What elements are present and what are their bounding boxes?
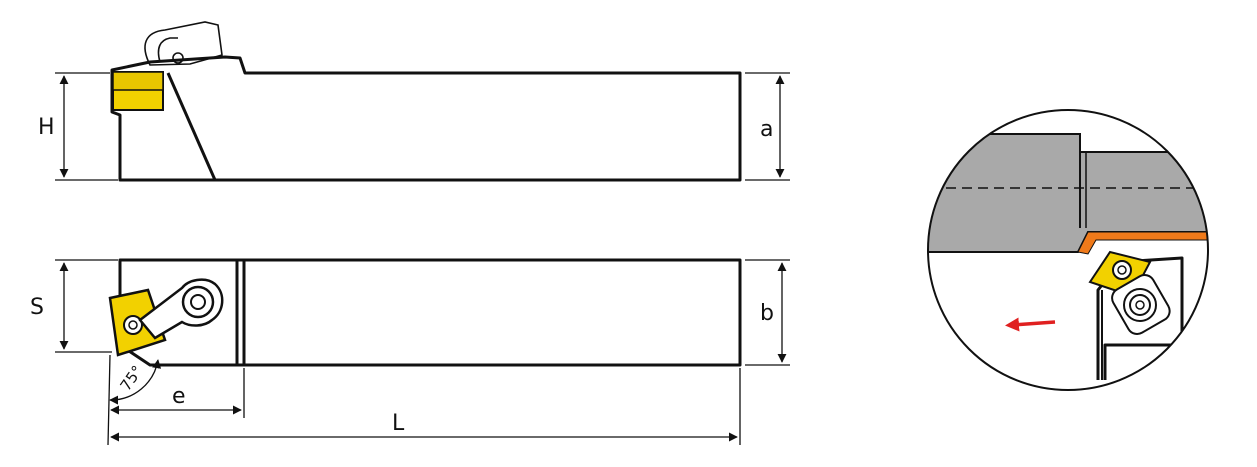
dim-label-angle: 75° (117, 362, 147, 394)
dim-label-a: a (760, 117, 773, 142)
dim-label-e: e (172, 384, 186, 409)
left-arrow-icon (1005, 317, 1056, 332)
detail-view (927, 109, 1209, 391)
top-view: S b 75° e L (30, 258, 790, 446)
side-view-clamp-slope (166, 72, 217, 181)
detail-chip (1077, 231, 1208, 255)
side-view-clamp (144, 21, 223, 66)
dim-label-b: b (760, 301, 774, 326)
side-view: H a (38, 21, 790, 182)
dim-label-H: H (38, 115, 55, 140)
dim-label-S: S (30, 295, 44, 320)
dim-label-L: L (392, 411, 405, 436)
side-view-shank (110, 55, 742, 182)
